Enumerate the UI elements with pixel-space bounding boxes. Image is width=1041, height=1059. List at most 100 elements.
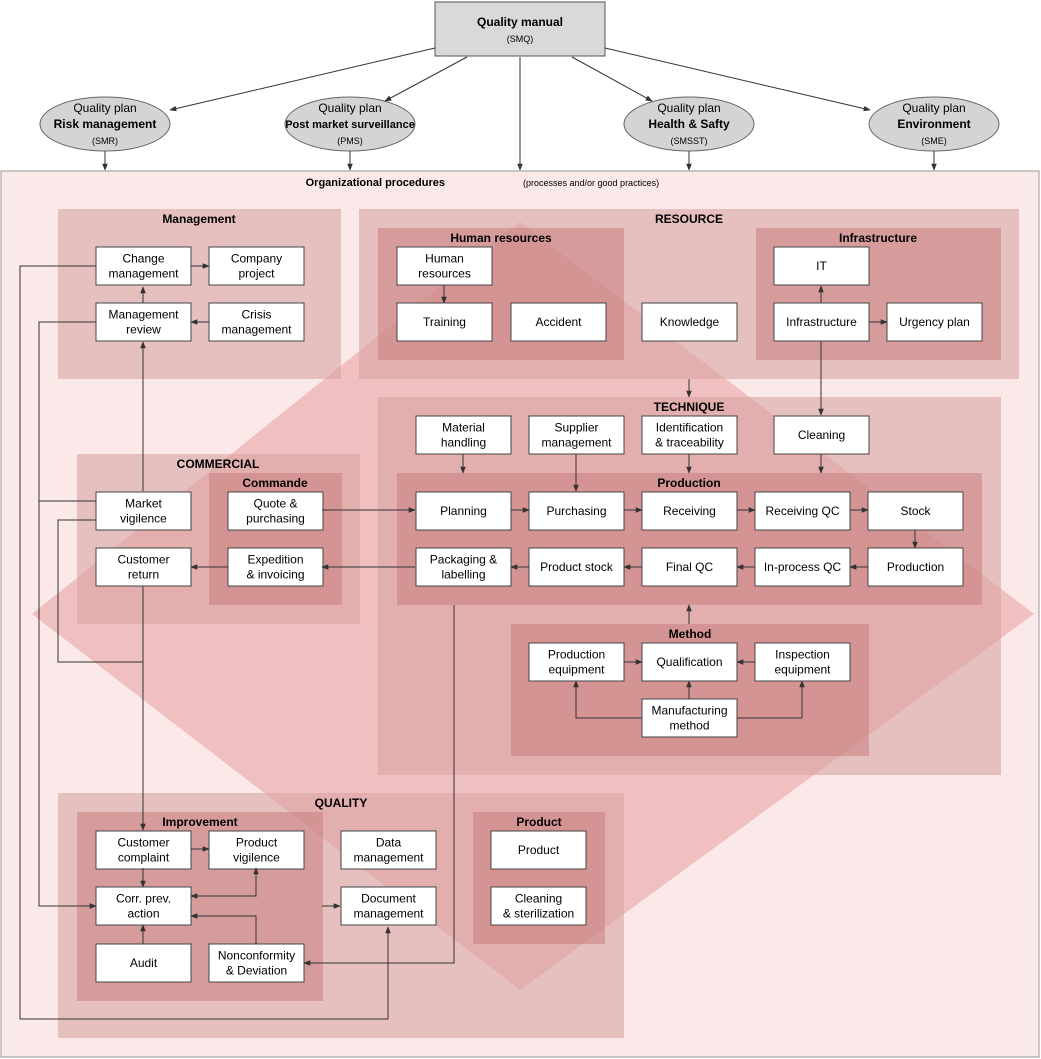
plan-code: (SMSST) — [671, 136, 708, 146]
box-label: action — [127, 907, 159, 921]
manual-arrows — [102, 47, 937, 171]
box-label: Stock — [900, 504, 931, 518]
plan-label: Quality plan — [657, 101, 720, 115]
plan-code: (PMS) — [337, 136, 363, 146]
group-method: Method — [669, 627, 712, 641]
quality-plan-env: Quality plan Environment (SME) — [868, 96, 1000, 152]
box-qualification: Qualification — [641, 642, 738, 682]
quality-manual-code: (SMQ) — [507, 34, 534, 44]
box-label: IT — [816, 259, 827, 273]
box-frame — [396, 246, 493, 286]
box-frame — [95, 830, 192, 870]
box-frame — [641, 642, 738, 682]
box-frame — [208, 830, 305, 870]
box-frame — [208, 246, 305, 286]
box-label: labelling — [441, 568, 485, 582]
box-label: Supplier — [554, 421, 598, 435]
box-label: Identification — [656, 421, 723, 435]
group-human-resources: Human resources — [450, 231, 552, 245]
box-frame — [773, 415, 870, 455]
plan-code: (SMR) — [92, 136, 118, 146]
box-label: management — [108, 267, 179, 281]
plan-label: Quality plan — [318, 101, 381, 115]
group-product: Product — [516, 815, 561, 829]
box-receiving-qc: Receiving QC — [754, 491, 851, 531]
box-cleaning: Cleaning — [773, 415, 870, 455]
box-label: Production — [548, 648, 605, 662]
box-label: management — [353, 851, 424, 865]
box-audit: Audit — [95, 943, 192, 983]
box-frame — [227, 547, 324, 587]
box-label: vigilence — [233, 851, 280, 865]
plan-name: Health & Safty — [648, 117, 730, 131]
box-frame — [773, 246, 870, 286]
box-label: management — [541, 436, 612, 450]
box-frame — [510, 302, 607, 342]
box-frame — [490, 886, 587, 926]
box-label: Packaging & — [430, 553, 497, 567]
box-label: Corr. prev. — [116, 892, 171, 906]
box-label: Change — [122, 252, 164, 266]
box-frame — [528, 491, 625, 531]
box-frame — [641, 302, 738, 342]
group-commande: Commande — [242, 476, 308, 490]
group-infrastructure: Infrastructure — [839, 231, 917, 245]
box-urgency: Urgency plan — [886, 302, 983, 342]
box-training: Training — [396, 302, 493, 342]
box-product-stock: Product stock — [528, 547, 625, 587]
box-label: Product stock — [540, 560, 614, 574]
group-technique: TECHNIQUE — [654, 400, 725, 414]
box-packaging: Packaging &labelling — [415, 547, 512, 587]
box-it: IT — [773, 246, 870, 286]
group-quality: QUALITY — [315, 796, 368, 810]
quality-manual-title: Quality manual — [477, 15, 563, 29]
box-frame — [867, 491, 964, 531]
box-label: Cleaning — [798, 428, 845, 442]
box-frame — [95, 886, 192, 926]
box-product: Product — [490, 830, 587, 870]
box-label: return — [128, 568, 159, 582]
plan-label: Quality plan — [73, 101, 136, 115]
box-corr-prev: Corr. prev.action — [95, 886, 192, 926]
box-label: method — [669, 719, 709, 733]
box-frame — [95, 246, 192, 286]
box-frame — [754, 491, 851, 531]
box-label: project — [238, 267, 275, 281]
box-label: Audit — [130, 956, 158, 970]
box-label: vigilence — [120, 512, 167, 526]
organizational-subtitle: (processes and/or good practices) — [523, 178, 659, 188]
box-label: Expedition — [247, 553, 303, 567]
box-quote: Quote &purchasing — [227, 491, 324, 531]
box-label: Crisis — [242, 308, 272, 322]
box-label: Material — [442, 421, 485, 435]
box-frame — [528, 547, 625, 587]
box-infrastructure: Infrastructure — [773, 302, 870, 342]
box-frame — [95, 302, 192, 342]
box-frame — [415, 415, 512, 455]
box-label: Manufacturing — [651, 704, 727, 718]
box-planning: Planning — [415, 491, 512, 531]
box-accident: Accident — [510, 302, 607, 342]
box-label: & sterilization — [503, 907, 574, 921]
box-label: Data — [376, 836, 402, 850]
box-label: Market — [125, 497, 162, 511]
group-commercial: COMMERCIAL — [177, 457, 260, 471]
box-label: Urgency plan — [899, 315, 970, 329]
box-label: Receiving QC — [765, 504, 839, 518]
box-frame — [227, 491, 324, 531]
box-label: Purchasing — [546, 504, 606, 518]
box-label: In-process QC — [764, 560, 842, 574]
box-label: review — [126, 323, 161, 337]
box-label: purchasing — [246, 512, 305, 526]
box-label: management — [353, 907, 424, 921]
box-label: complaint — [118, 851, 170, 865]
box-frame — [95, 491, 192, 531]
box-stock: Stock — [867, 491, 964, 531]
box-expedition: Expedition& invoicing — [227, 547, 324, 587]
